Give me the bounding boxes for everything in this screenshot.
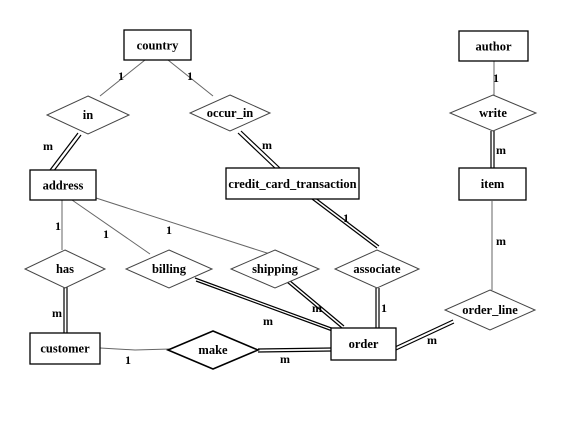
- double-line-cct-associate: [311, 196, 380, 249]
- card-order-line-order: m: [427, 333, 437, 347]
- card-country-occur-in: 1: [187, 69, 193, 83]
- card-shipping-order: m: [312, 301, 322, 315]
- double-line-shipping-order: [286, 279, 345, 329]
- card-occur-in-cct: m: [262, 138, 272, 152]
- entity-address: address: [29, 169, 97, 201]
- relationship-write-label: write: [479, 106, 507, 120]
- relationship-order-line: order_line: [443, 289, 537, 331]
- double-line-make-order: [257, 347, 333, 353]
- entity-item: item: [458, 167, 527, 201]
- connector-address-shipping: [95, 197, 271, 255]
- entity-author-label: author: [475, 40, 512, 54]
- entity-address-label: address: [43, 179, 84, 193]
- relationship-make: make: [165, 330, 261, 370]
- card-cct-associate: 1: [343, 211, 349, 225]
- card-in-address: m: [43, 139, 53, 153]
- entity-item-label: item: [481, 177, 505, 191]
- entity-order-label: order: [349, 337, 379, 351]
- relationship-in: in: [45, 95, 131, 135]
- double-line-write-item: [490, 131, 495, 168]
- relationship-shipping: shipping: [229, 249, 321, 289]
- double-line-associate-order: [375, 288, 380, 328]
- relationship-has-label: has: [56, 262, 74, 276]
- card-address-billing: 1: [103, 227, 109, 241]
- cardinalities: 1 1 m m 1 m 1 1 1 1 m m m m 1 m 1 m: [43, 69, 506, 367]
- entity-customer: customer: [29, 332, 101, 365]
- card-make-order: m: [280, 352, 290, 366]
- entity-order: order: [330, 327, 397, 361]
- entity-author: author: [458, 30, 529, 62]
- connector-country-occur-in: [167, 59, 214, 97]
- double-line-billing-order: [194, 277, 347, 337]
- relationship-associate-label: associate: [353, 262, 401, 276]
- card-customer-make: 1: [125, 353, 131, 367]
- connector-address-billing: [71, 199, 151, 255]
- relationship-make-label: make: [198, 343, 228, 357]
- relationship-in-label: in: [83, 108, 93, 122]
- relationship-occur-in-label: occur_in: [207, 106, 254, 120]
- card-address-shipping: 1: [166, 223, 172, 237]
- connector-customer-make: [99, 347, 171, 351]
- entity-credit-card-transaction: credit_card_transaction: [225, 167, 360, 200]
- card-billing-order: m: [263, 314, 273, 328]
- connectors: [49, 59, 495, 353]
- card-address-has: 1: [55, 219, 61, 233]
- card-country-in: 1: [118, 69, 124, 83]
- relationship-order-line-label: order_line: [462, 303, 518, 317]
- relationship-shipping-label: shipping: [252, 262, 299, 276]
- relationship-occur-in: occur_in: [188, 94, 272, 132]
- relationship-associate: associate: [333, 249, 421, 289]
- double-line-occur-in-cct: [237, 130, 281, 171]
- double-line-in-address: [49, 132, 82, 173]
- card-author-write: 1: [493, 71, 499, 85]
- connector-country-in: [99, 59, 146, 97]
- relationship-has: has: [23, 249, 107, 289]
- relationship-billing-label: billing: [152, 262, 187, 276]
- entity-country: country: [123, 29, 192, 61]
- card-associate-order: 1: [381, 301, 387, 315]
- relationship-billing: billing: [124, 249, 214, 289]
- double-line-has-customer: [63, 287, 68, 333]
- double-line-order-line-order: [394, 319, 455, 351]
- relationship-write: write: [448, 94, 538, 132]
- entity-customer-label: customer: [40, 342, 90, 356]
- entity-country-label: country: [137, 39, 179, 53]
- card-write-item: m: [496, 143, 506, 157]
- card-has-customer: m: [52, 306, 62, 320]
- card-item-order-line: m: [496, 234, 506, 248]
- entity-credit-card-transaction-label: credit_card_transaction: [228, 177, 356, 191]
